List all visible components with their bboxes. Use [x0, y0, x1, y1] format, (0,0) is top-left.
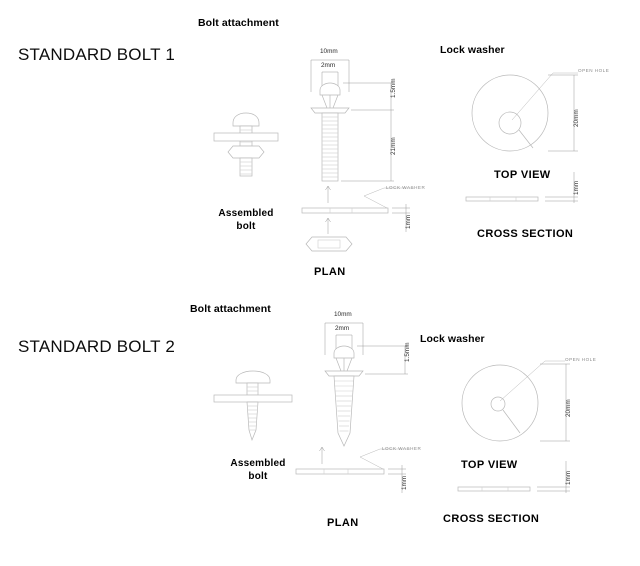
- bolt-detail-drawing-1: [301, 59, 414, 252]
- header-bolt-attachment-1: Bolt attachment: [198, 17, 279, 29]
- caption-assembled-2-line1: Assembled: [230, 458, 286, 469]
- header-lock-washer-1: Lock washer: [440, 44, 505, 56]
- caption-plan-1: PLAN: [314, 266, 346, 278]
- section-standard-bolt-2: Bolt attachment STANDARD BOLT 2 Lock was…: [0, 283, 640, 566]
- screw-detail-drawing-2: [295, 322, 410, 493]
- lock-washer-drawing-1: [465, 72, 578, 203]
- header-lock-washer-2: Lock washer: [420, 333, 485, 345]
- caption-cross-section-1: CROSS SECTION: [477, 228, 574, 240]
- assembled-bolt-drawing-1: [213, 112, 279, 177]
- annotation-open-hole-2: OPEN HOLE: [565, 357, 597, 362]
- dimension-head-width-2: 10mm: [334, 311, 352, 318]
- assembled-screw-drawing-2: [213, 370, 293, 442]
- caption-assembled-1-line2: bolt: [236, 221, 256, 232]
- dimension-washer-thickness-section-1: 1mm: [573, 180, 580, 195]
- dimension-washer-diameter-1: 20mm: [573, 109, 580, 127]
- page-title-bolt-1: STANDARD BOLT 1: [18, 45, 175, 64]
- dimension-shaft-width-1: 2mm: [321, 62, 336, 69]
- annotation-open-hole-1: OPEN HOLE: [578, 68, 610, 73]
- header-bolt-attachment-2: Bolt attachment: [190, 303, 271, 315]
- caption-assembled-2-line2: bolt: [248, 471, 268, 482]
- lock-washer-drawing-2: [457, 360, 570, 493]
- annotation-lock-washer-2: LOCK WASHER: [382, 446, 422, 451]
- dimension-washer-thickness-section-2: 1mm: [565, 470, 572, 485]
- section-standard-bolt-1: Bolt attachment STANDARD BOLT 1 Lock was…: [18, 17, 610, 278]
- dimension-head-width-1: 10mm: [320, 48, 338, 55]
- annotation-lock-washer-1: LOCK WASHER: [386, 185, 426, 190]
- caption-top-view-1: TOP VIEW: [494, 169, 551, 181]
- page-title-bolt-2: STANDARD BOLT 2: [18, 337, 175, 356]
- caption-plan-2: PLAN: [327, 517, 359, 529]
- caption-top-view-2: TOP VIEW: [461, 459, 518, 471]
- dimension-shaft-width-2: 2mm: [335, 325, 350, 332]
- caption-cross-section-2: CROSS SECTION: [443, 513, 540, 525]
- caption-assembled-1-line1: Assembled: [218, 208, 274, 219]
- dimension-washer-diameter-2: 20mm: [565, 399, 572, 417]
